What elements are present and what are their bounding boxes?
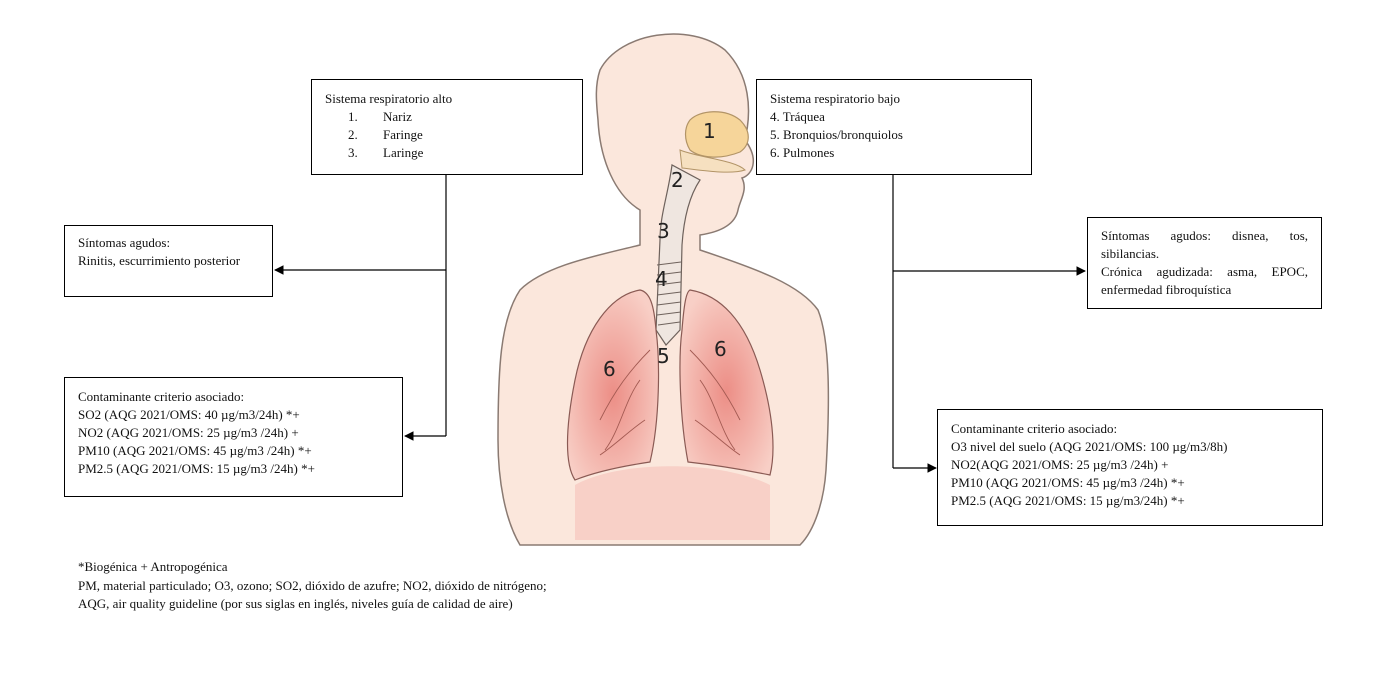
pollutant-pm10: PM10 (AQG 2021/OMS: 45 µg/m3 /24h) *+ bbox=[78, 443, 312, 458]
lower-item-lungs: 6. Pulmones bbox=[770, 145, 835, 160]
pollutant-pm10-lower: PM10 (AQG 2021/OMS: 45 µg/m3 /24h) *+ bbox=[951, 475, 1185, 490]
pollutant-so2: SO2 (AQG 2021/OMS: 40 µg/m3/24h) *+ bbox=[78, 407, 300, 422]
right-connectors bbox=[892, 175, 1086, 473]
lower-symptoms-chronic: Crónica agudizada: asma, EPOC, enfermeda… bbox=[1101, 264, 1308, 297]
footnote-origin: *Biogénica + Antropogénica bbox=[78, 559, 228, 574]
footnote-abbreviations: PM, material particulado; O3, ozono; SO2… bbox=[78, 577, 547, 593]
pollutant-pm25: PM2.5 (AQG 2021/OMS: 15 µg/m3 /24h) *+ bbox=[78, 461, 315, 476]
upper-pollutants-title: Contaminante criterio asociado: bbox=[78, 389, 245, 404]
upper-item-larynx: Laringe bbox=[361, 144, 569, 162]
upper-pollutants-box: Contaminante criterio asociado: SO2 (AQG… bbox=[64, 377, 403, 497]
lower-pollutants-box: Contaminante criterio asociado: O3 nivel… bbox=[937, 409, 1323, 526]
pollutant-o3: O3 nivel del suelo (AQG 2021/OMS: 100 µg… bbox=[951, 439, 1228, 454]
pollutant-no2: NO2 (AQG 2021/OMS: 25 µg/m3 /24h) + bbox=[78, 425, 299, 440]
airway bbox=[655, 164, 701, 346]
label-nose: 1 bbox=[703, 119, 716, 143]
label-bronchi: 5 bbox=[657, 344, 670, 368]
nasal-cavity bbox=[679, 111, 749, 173]
lower-pollutants-title: Contaminante criterio asociado: bbox=[951, 421, 1118, 436]
upper-symptoms-box: Síntomas agudos: Rinitis, escurrimiento … bbox=[64, 225, 273, 297]
footnotes: *Biogénica + Antropogénica PM, material … bbox=[78, 558, 547, 614]
pollutant-pm25-lower: PM2.5 (AQG 2021/OMS: 15 µg/m3/24h) *+ bbox=[951, 493, 1185, 508]
upper-item-pharynx: Faringe bbox=[361, 126, 569, 144]
lower-respiratory-box: Sistema respiratorio bajo 4. Tráquea 5. … bbox=[756, 79, 1032, 175]
lower-respiratory-title: Sistema respiratorio bajo bbox=[770, 91, 900, 106]
label-larynx: 3 bbox=[657, 219, 670, 243]
lower-symptoms-box: Síntomas agudos: disnea, tos, sibilancia… bbox=[1087, 217, 1322, 309]
label-left-lung: 6 bbox=[603, 357, 616, 381]
upper-symptoms-text: Rinitis, escurrimiento posterior bbox=[78, 253, 241, 268]
pollutant-no2-lower: NO2(AQG 2021/OMS: 25 µg/m3 /24h) + bbox=[951, 457, 1169, 472]
footnote-aqg: AQG, air quality guideline (por sus sigl… bbox=[78, 596, 513, 611]
upper-symptoms-title: Síntomas agudos: bbox=[78, 235, 171, 250]
lower-symptoms-acute: Síntomas agudos: disnea, tos, sibilancia… bbox=[1101, 228, 1308, 261]
left-connectors bbox=[274, 175, 447, 441]
upper-item-nose: Nariz bbox=[361, 108, 569, 126]
right-lung bbox=[679, 289, 774, 476]
left-lung bbox=[566, 289, 660, 481]
upper-respiratory-box: Sistema respiratorio alto Nariz Faringe … bbox=[311, 79, 583, 175]
label-right-lung: 6 bbox=[714, 337, 727, 361]
label-trachea: 4 bbox=[655, 267, 668, 291]
lower-item-trachea: 4. Tráquea bbox=[770, 109, 825, 124]
upper-respiratory-title: Sistema respiratorio alto bbox=[325, 91, 453, 106]
lower-item-bronchi: 5. Bronquios/bronquiolos bbox=[770, 127, 903, 142]
label-pharynx: 2 bbox=[671, 168, 684, 192]
